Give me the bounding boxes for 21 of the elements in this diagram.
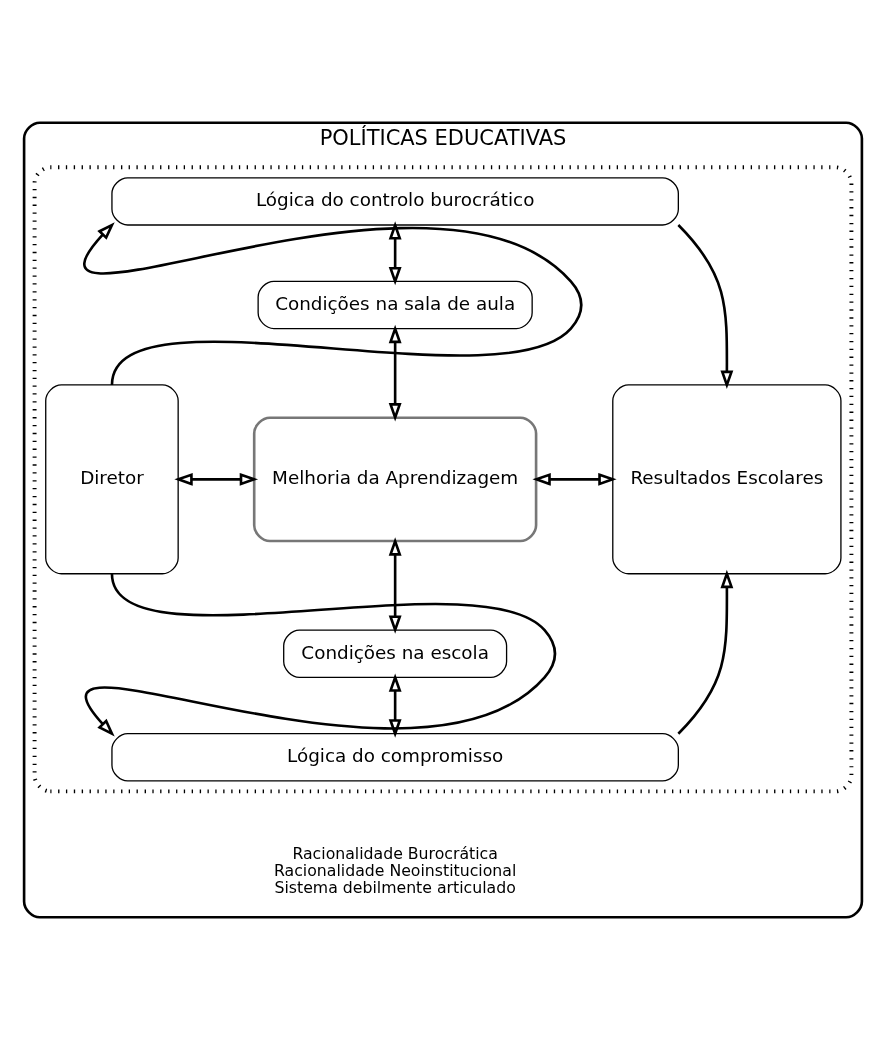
arrow	[388, 673, 402, 738]
arrow	[174, 472, 259, 486]
cluster	[32, 164, 854, 793]
arrow	[85, 221, 583, 385]
arrow	[388, 220, 402, 285]
arrow	[532, 472, 617, 486]
node-box: Resultados Escolares	[612, 383, 842, 574]
node-box: Condições na escola	[283, 628, 508, 678]
arrow	[677, 569, 734, 735]
node-box: Lógica do controlo burocrático	[111, 176, 679, 226]
node-box: Melhoria da Aprendizagem	[252, 415, 538, 542]
label: Racionalidade Burocrática	[292, 843, 498, 863]
arrow	[388, 536, 402, 634]
arrow	[388, 324, 402, 421]
node-box: Lógica do compromisso	[111, 732, 679, 782]
label: Sistema debilmente articulado	[274, 877, 516, 897]
node-box: Condições na sala de aula	[257, 280, 533, 329]
node-box: Diretor	[45, 383, 179, 574]
arrow	[86, 572, 557, 737]
label: Racionalidade Neoinstitucional	[274, 860, 517, 880]
arrow	[677, 223, 734, 389]
